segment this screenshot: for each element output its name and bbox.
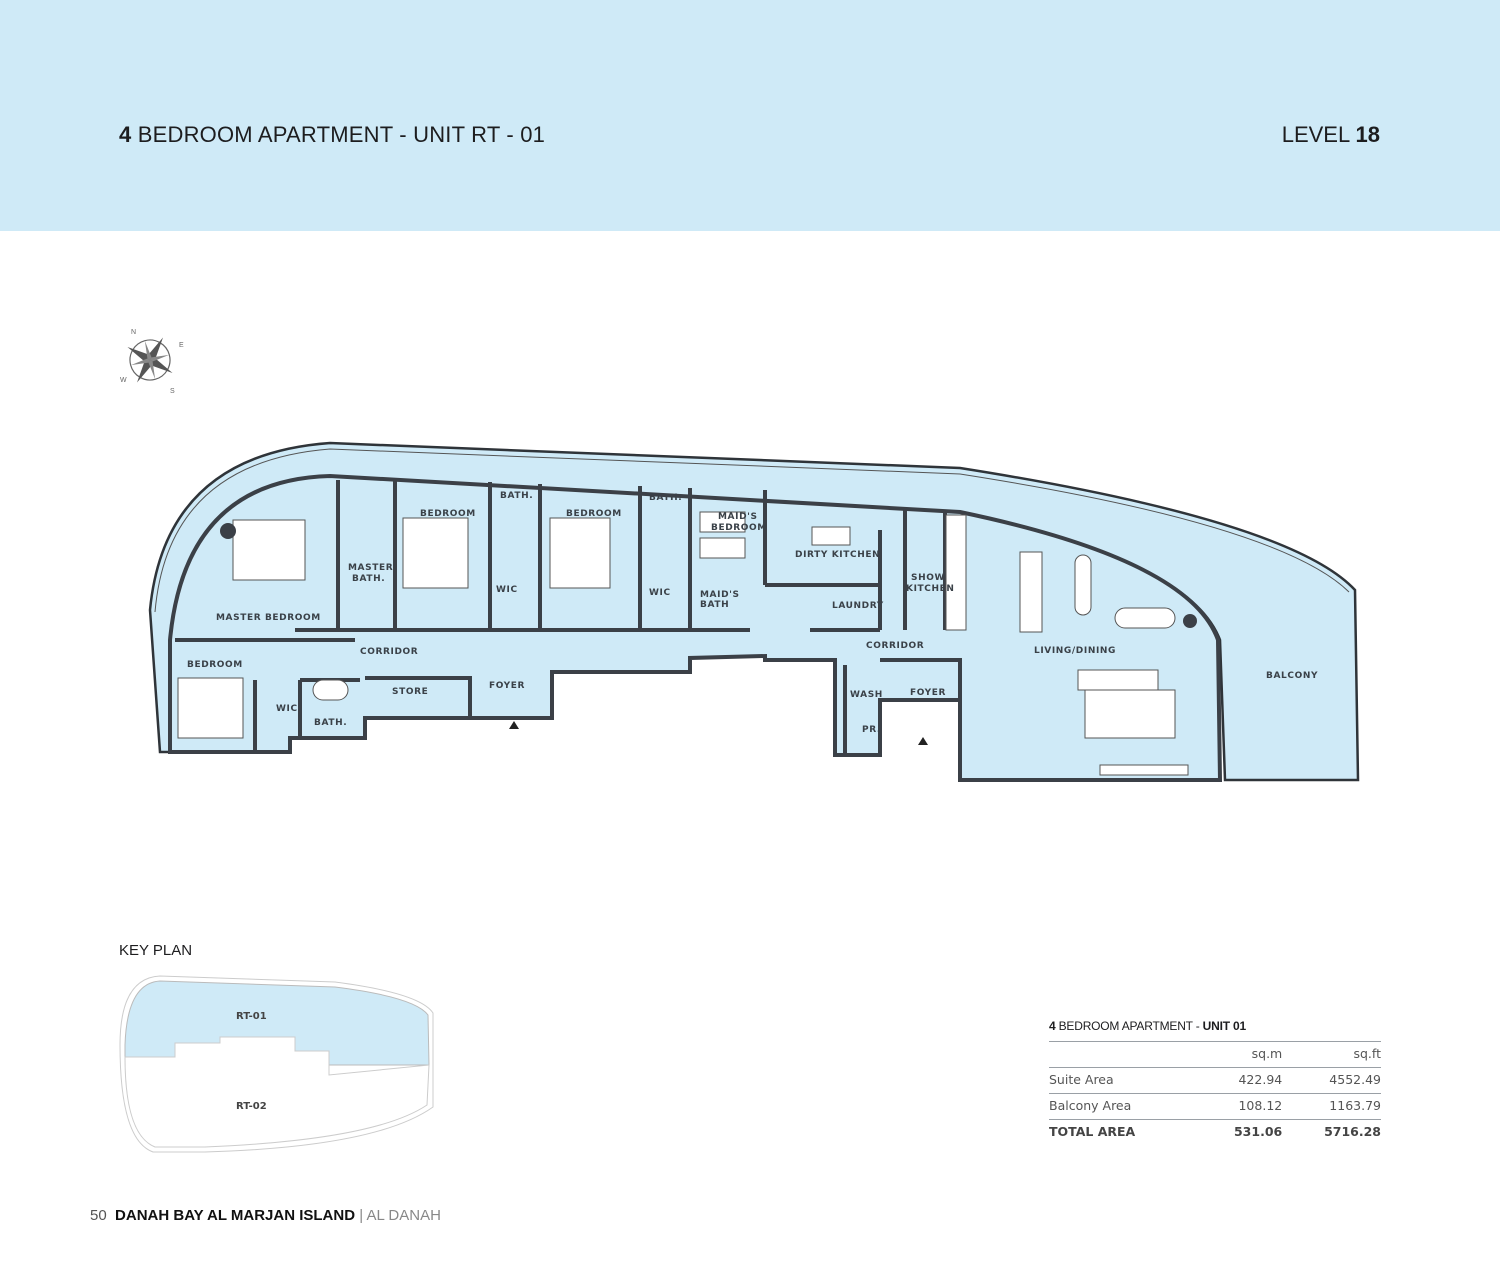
floor-plan: N E S W <box>120 329 1360 782</box>
interior-walls <box>175 480 962 755</box>
room-label: BEDROOM <box>566 509 622 519</box>
room-label: STORE <box>392 687 428 697</box>
room-label: BALCONY <box>1266 671 1318 681</box>
compass-icon <box>127 337 173 383</box>
room-label: BATH. <box>352 574 385 584</box>
compass-e: E <box>179 342 184 349</box>
entrance-arrow-icon <box>918 737 928 745</box>
room-label: KITCHEN <box>906 584 954 594</box>
room-label: LAUNDRY <box>832 601 884 611</box>
room-label: DIRTY KITCHEN <box>795 550 880 560</box>
project-name: DANAH BAY AL MARJAN ISLAND <box>115 1207 356 1224</box>
room-label: WIC <box>276 704 298 714</box>
room-label: SHOW <box>911 573 945 583</box>
header-band: 4 BEDROOM APARTMENT - UNIT RT - 01 LEVEL… <box>0 0 1500 231</box>
room-label: MAID'S <box>718 512 758 522</box>
room-label: FOYER <box>489 681 525 691</box>
furniture <box>177 511 1189 776</box>
room-label: CORRIDOR <box>866 641 924 651</box>
room-label: WASH <box>850 690 883 700</box>
key-plan: RT-01 RT-02 <box>119 975 434 1153</box>
room-label: CORRIDOR <box>360 647 418 657</box>
footer-subtitle: AL DANAH <box>366 1207 441 1224</box>
room-label: LIVING/DINING <box>1034 646 1116 656</box>
compass-s: S <box>170 388 175 395</box>
key-plan-label: KEY PLAN <box>119 942 193 959</box>
footer: 50 DANAH BAY AL MARJAN ISLAND | AL DANAH <box>90 1207 441 1224</box>
room-label: WIC <box>496 585 518 595</box>
page-number: 50 <box>90 1207 107 1224</box>
room-label: BATH. <box>314 718 347 728</box>
room-label: BATH <box>700 600 729 610</box>
room-label: PR. <box>862 725 881 735</box>
entrance-arrow-icon <box>509 721 519 729</box>
room-label: BEDROOM <box>187 660 243 670</box>
key-plan-unit-rt02: RT-02 <box>236 1101 267 1112</box>
room-label: MASTER <box>348 563 393 573</box>
compass-n: N <box>131 329 136 336</box>
room-label: BEDROOM <box>711 523 767 533</box>
room-label: BATH. <box>500 491 533 501</box>
key-plan-unit-rt01: RT-01 <box>236 1011 267 1022</box>
room-label: BEDROOM <box>420 509 476 519</box>
compass-w: W <box>120 377 127 384</box>
room-label: WIC <box>649 588 671 598</box>
level-indicator: LEVEL 18 <box>1281 122 1380 147</box>
area-table-title: 4 BEDROOM APARTMENT - UNIT 01 <box>1049 1019 1246 1033</box>
room-label: FOYER <box>910 688 946 698</box>
page-title: 4 BEDROOM APARTMENT - UNIT RT - 01 <box>119 122 546 147</box>
room-label: MASTER BEDROOM <box>216 613 321 623</box>
room-label: BATH. <box>649 493 682 503</box>
room-label: MAID'S <box>700 590 740 600</box>
